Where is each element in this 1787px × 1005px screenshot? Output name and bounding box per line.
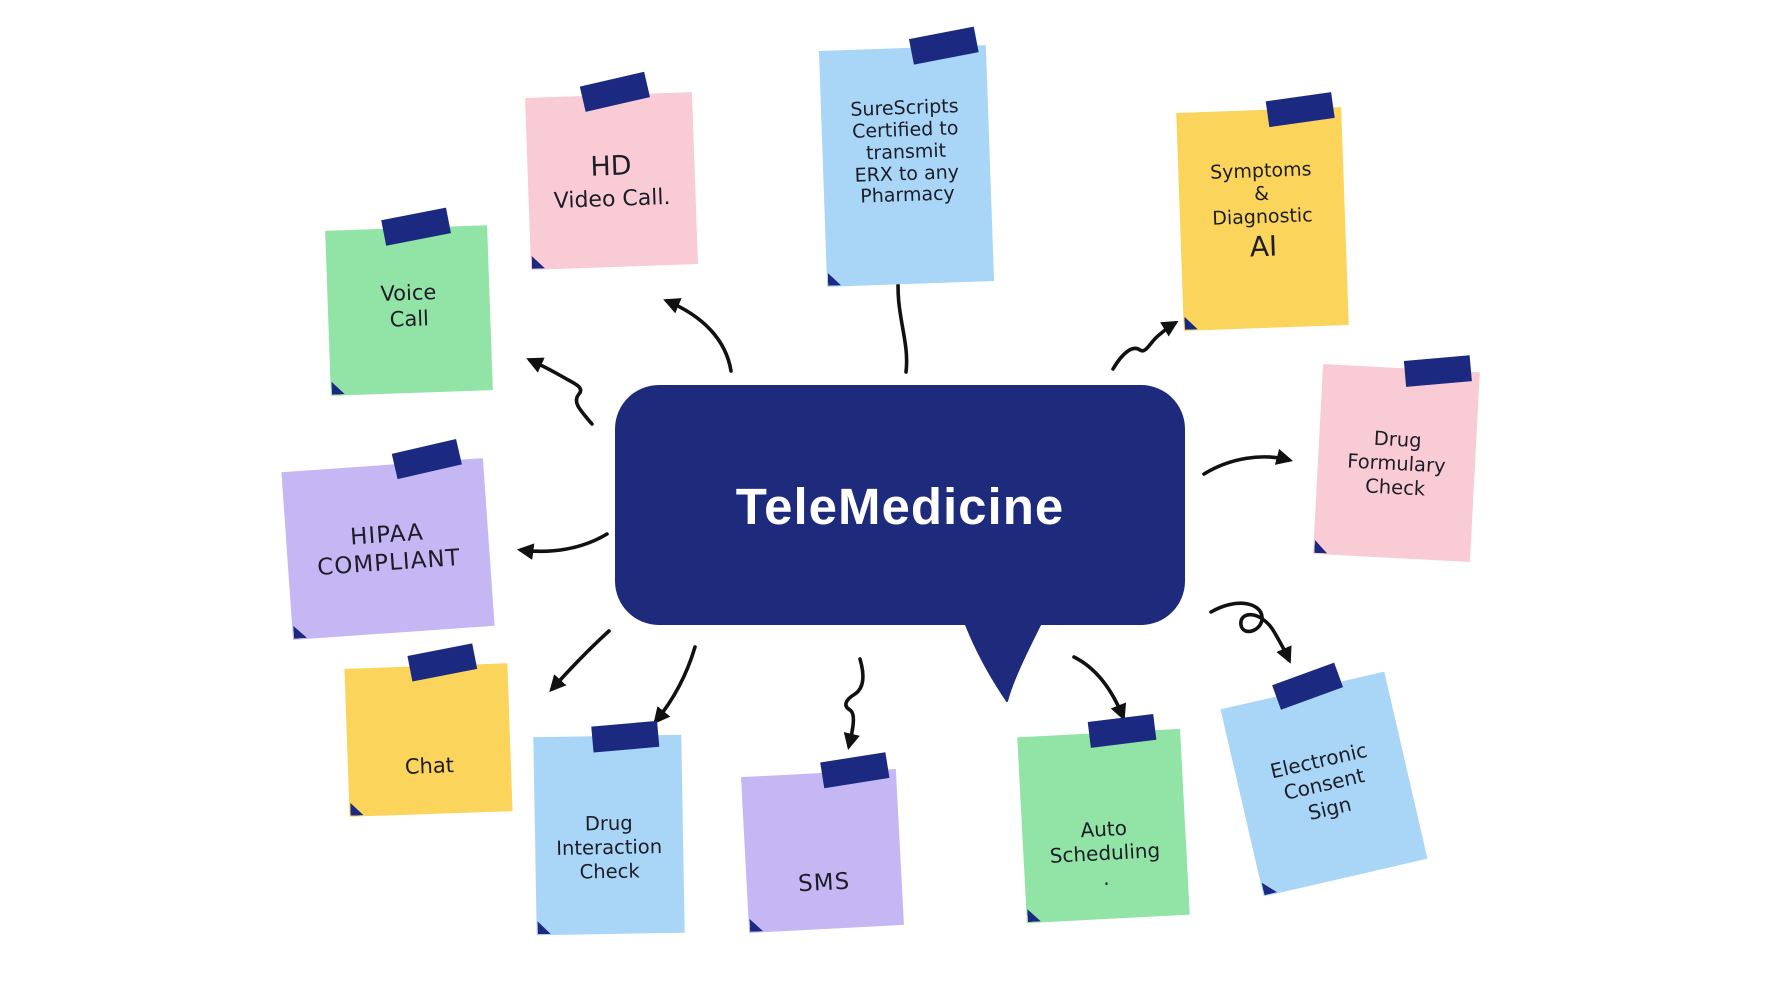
note-symptoms-diagnostic-ai: Symptoms & Diagnostic AI: [1176, 92, 1349, 331]
arrow-to-electronic-consent: [1209, 601, 1292, 664]
arrow-to-voice-call: [526, 357, 594, 426]
telemedicine-bubble: TeleMedicine: [615, 385, 1185, 625]
note-electronic-consent-sign: Electronic Consent Sign: [1220, 662, 1428, 897]
note-voice-call: Voice Call: [325, 207, 493, 396]
arrow-to-symptoms-ai: [1111, 320, 1179, 371]
note-label: Drug Formulary Check: [1346, 426, 1447, 501]
note-label: Symptoms & Diagnostic: [1209, 158, 1313, 230]
note-label: Auto Scheduling .: [1049, 815, 1161, 890]
note-hd-video-call: HD Video Call.: [525, 71, 698, 270]
note-chat: Chat: [344, 643, 513, 817]
line-to-surescripts: [896, 268, 909, 374]
note-surescripts: SureScripts Certified to transmit ERX to…: [818, 26, 995, 287]
sticky-paper: [344, 663, 513, 817]
note-heading: HD: [589, 150, 633, 183]
arrow-to-drug-formulary: [1202, 448, 1294, 476]
page-title: TeleMedicine: [735, 478, 1065, 535]
note-drug-formulary-check: Drug Formulary Check: [1313, 355, 1480, 562]
bubble-tail-icon: [962, 616, 1045, 702]
sticky-paper: [741, 769, 904, 933]
arrow-to-hd-video: [663, 298, 733, 373]
note-auto-scheduling: Auto Scheduling .: [1017, 713, 1190, 924]
arrow-to-sms: [843, 657, 865, 751]
arrow-to-drug-interaction: [653, 645, 697, 725]
arrow-to-chat: [549, 629, 611, 693]
note-label: SureScripts Certified to transmit ERX to…: [850, 95, 960, 208]
note-label: Drug Interaction Check: [556, 811, 663, 884]
arrow-to-hipaa: [516, 532, 609, 560]
note-sms: SMS: [741, 752, 904, 933]
note-label: Voice Call: [380, 280, 437, 332]
note-hipaa-compliant: HIPAA COMPLIANT: [281, 438, 495, 640]
note-drug-interaction-check: Drug Interaction Check: [533, 720, 685, 936]
arrow-to-auto-scheduling: [1072, 655, 1127, 721]
note-label-big: AI: [1249, 229, 1278, 264]
